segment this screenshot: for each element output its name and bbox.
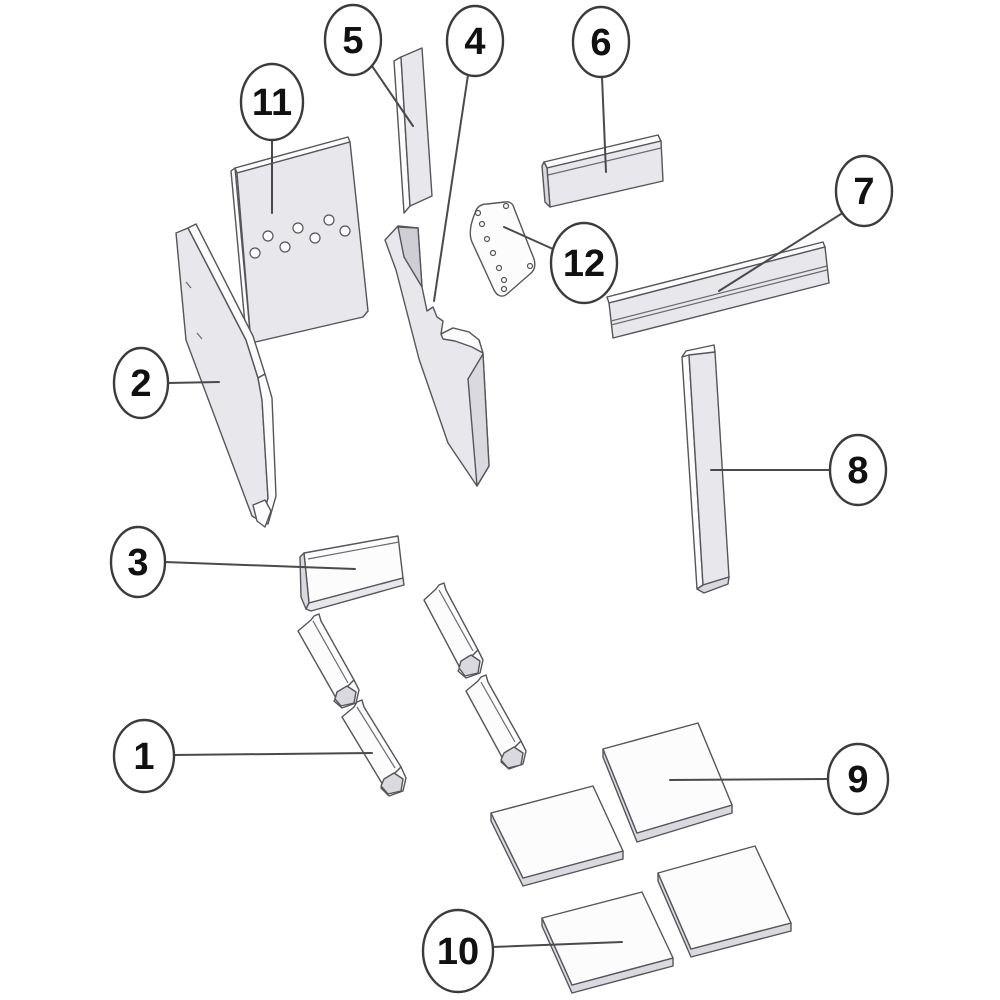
channel-block-upper-left bbox=[297, 613, 360, 709]
callout-leader-line bbox=[173, 752, 373, 756]
tray bbox=[299, 535, 405, 612]
callout-balloon bbox=[828, 433, 888, 507]
callout-1: 1 bbox=[112, 718, 373, 794]
callout-8: 8 bbox=[710, 433, 888, 507]
callout-leader-line bbox=[164, 561, 356, 570]
callout-5: 5 bbox=[323, 3, 414, 127]
callout-number: 4 bbox=[464, 21, 485, 63]
back-panel-with-holes bbox=[230, 136, 369, 347]
callout-leader-line bbox=[433, 74, 469, 302]
callout-number: 6 bbox=[590, 22, 611, 64]
callout-number: 10 bbox=[437, 931, 479, 973]
callout-leader-line bbox=[371, 65, 414, 127]
callout-leader-line bbox=[601, 76, 607, 173]
callout-11: 11 bbox=[239, 62, 305, 214]
long-rail bbox=[606, 241, 830, 339]
callout-number: 2 bbox=[130, 363, 151, 405]
callout-6: 6 bbox=[571, 5, 631, 173]
callout-4: 4 bbox=[433, 4, 505, 302]
callout-number: 5 bbox=[342, 20, 363, 62]
callout-leader-line bbox=[503, 226, 554, 250]
callout-number: 9 bbox=[847, 759, 868, 801]
callout-7: 7 bbox=[718, 154, 894, 292]
callout-balloon bbox=[834, 154, 894, 228]
callout-balloon bbox=[571, 5, 631, 79]
callout-9: 9 bbox=[669, 742, 890, 816]
square-plate-top-right bbox=[602, 722, 733, 843]
callout-number: 1 bbox=[133, 736, 154, 778]
callout-leader-line bbox=[718, 213, 842, 292]
callout-leader-line bbox=[491, 941, 623, 948]
callout-balloon bbox=[112, 718, 176, 794]
callout-12: 12 bbox=[503, 221, 619, 305]
square-plate-bottom-left bbox=[541, 891, 674, 994]
callout-leader-line bbox=[669, 778, 829, 781]
callout-number: 3 bbox=[127, 542, 148, 584]
channel-block-lower-left bbox=[341, 699, 407, 797]
right-side-panel bbox=[384, 225, 490, 487]
curved-bracket-plate bbox=[469, 201, 536, 297]
tall-vertical-bar bbox=[681, 344, 730, 594]
callout-balloon bbox=[549, 221, 619, 305]
callout-number: 7 bbox=[853, 171, 874, 213]
callout-balloon bbox=[421, 908, 495, 994]
square-plate-bottom-right bbox=[657, 845, 792, 958]
callout-leader-line bbox=[167, 381, 220, 384]
square-plate-middle-left bbox=[490, 785, 624, 887]
left-side-panel bbox=[175, 223, 277, 528]
callout-balloon bbox=[826, 742, 890, 816]
callout-2: 2 bbox=[112, 346, 220, 420]
callout-3: 3 bbox=[109, 525, 356, 599]
short-top-bar bbox=[541, 134, 664, 208]
callout-balloon bbox=[239, 62, 305, 142]
callout-balloon bbox=[112, 346, 170, 420]
narrow-vertical-bar bbox=[393, 47, 433, 214]
callout-balloon bbox=[109, 525, 167, 599]
callout-number: 11 bbox=[252, 82, 292, 124]
channel-block-lower-right bbox=[465, 674, 527, 770]
callout-10: 10 bbox=[421, 908, 623, 994]
callout-number: 12 bbox=[563, 243, 605, 285]
channel-block-upper-right bbox=[423, 582, 484, 679]
callout-balloon bbox=[323, 3, 383, 77]
callout-balloon bbox=[445, 4, 505, 78]
callout-number: 8 bbox=[847, 450, 868, 492]
